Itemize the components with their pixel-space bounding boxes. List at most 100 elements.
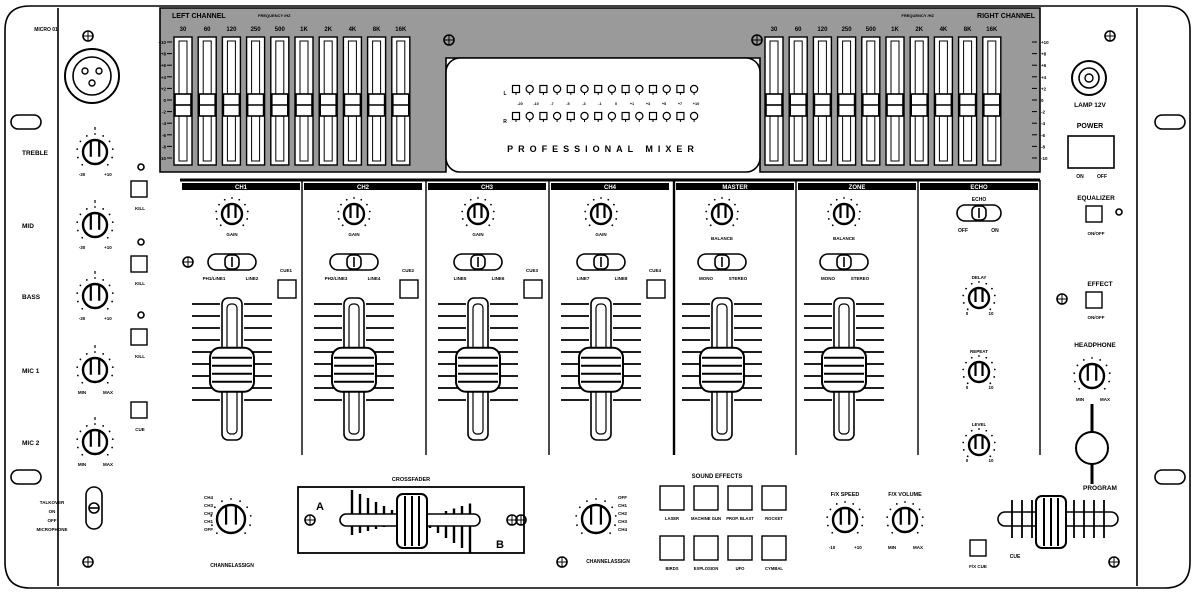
knob-body[interactable] bbox=[580, 503, 612, 535]
channel-assign-right-knob[interactable] bbox=[575, 498, 617, 535]
ch3-cue-button[interactable] bbox=[523, 279, 543, 299]
eq-right-slider[interactable] bbox=[836, 36, 857, 166]
eq-right-slider[interactable] bbox=[764, 36, 784, 166]
knob-body[interactable] bbox=[81, 428, 109, 456]
zone-balance-knob[interactable] bbox=[827, 197, 861, 227]
knob-body[interactable] bbox=[1078, 362, 1106, 390]
talkover-switch[interactable] bbox=[85, 486, 103, 530]
knob-body[interactable] bbox=[832, 202, 856, 226]
fader-cap[interactable] bbox=[821, 346, 867, 393]
eq-left-slider[interactable] bbox=[197, 36, 217, 166]
echo-switch[interactable] bbox=[956, 204, 1002, 222]
ch3-fader[interactable] bbox=[438, 297, 518, 441]
knob-body[interactable] bbox=[967, 433, 991, 457]
knob-body[interactable] bbox=[81, 211, 109, 239]
knob-body[interactable] bbox=[342, 202, 366, 226]
effect-button[interactable] bbox=[1085, 291, 1103, 309]
mic1-knob[interactable] bbox=[76, 351, 114, 384]
ch1-fader[interactable] bbox=[192, 297, 272, 441]
master-mode-switch[interactable] bbox=[697, 253, 747, 271]
eq-left-slider[interactable] bbox=[366, 36, 387, 166]
sfx-button-top-2[interactable] bbox=[693, 485, 719, 511]
ch1-gain-knob[interactable] bbox=[215, 197, 249, 227]
knob-body[interactable] bbox=[967, 286, 991, 310]
headphone-jack[interactable] bbox=[1075, 431, 1109, 465]
fader-cap[interactable] bbox=[331, 346, 377, 393]
ch1-input-switch[interactable] bbox=[207, 253, 257, 271]
cue-program-fader[interactable] bbox=[997, 495, 1119, 549]
fx-volume-knob[interactable] bbox=[886, 501, 924, 534]
ch4-fader[interactable] bbox=[561, 297, 641, 441]
sfx-button-top-4[interactable] bbox=[761, 485, 787, 511]
eq-right-slider[interactable] bbox=[982, 36, 1002, 166]
knob-body[interactable] bbox=[589, 202, 613, 226]
fader-cap[interactable] bbox=[578, 346, 624, 393]
knob-body[interactable] bbox=[466, 202, 490, 226]
fader-cap[interactable] bbox=[209, 346, 255, 393]
headphone-knob[interactable] bbox=[1073, 357, 1111, 390]
fader-cap[interactable] bbox=[455, 346, 501, 393]
knob-body[interactable] bbox=[220, 202, 244, 226]
fader-cap[interactable] bbox=[699, 346, 745, 393]
eq-left-slider[interactable] bbox=[270, 36, 290, 166]
cue-button-left[interactable] bbox=[130, 401, 148, 419]
sfx-button-bottom-1[interactable] bbox=[659, 535, 685, 561]
eq-left-slider[interactable] bbox=[318, 36, 338, 166]
kill-button-3[interactable] bbox=[130, 328, 148, 346]
eq-left-slider[interactable] bbox=[173, 36, 193, 166]
eq-left-slider[interactable] bbox=[391, 36, 411, 166]
power-switch[interactable] bbox=[1067, 135, 1115, 169]
eq-left-slider[interactable] bbox=[221, 36, 242, 166]
treble-knob[interactable] bbox=[76, 133, 114, 166]
mid-knob[interactable] bbox=[76, 206, 114, 239]
knob-body[interactable] bbox=[967, 360, 991, 384]
ch2-gain-knob[interactable] bbox=[337, 197, 371, 227]
echo-repeat-knob[interactable] bbox=[962, 355, 996, 385]
eq-right-slider[interactable] bbox=[933, 36, 954, 166]
ch4-input-switch[interactable] bbox=[576, 253, 626, 271]
knob-body[interactable] bbox=[831, 506, 859, 534]
sfx-button-top-3[interactable] bbox=[727, 485, 753, 511]
eq-right-slider[interactable] bbox=[788, 36, 808, 166]
mic2-knob[interactable] bbox=[76, 423, 114, 456]
ch2-input-switch[interactable] bbox=[329, 253, 379, 271]
echo-level-knob[interactable] bbox=[962, 428, 996, 458]
kill-button-1[interactable] bbox=[130, 180, 148, 198]
sfx-button-bottom-4[interactable] bbox=[761, 535, 787, 561]
master-balance-knob[interactable] bbox=[705, 197, 739, 227]
knob-body[interactable] bbox=[81, 282, 109, 310]
knob-body[interactable] bbox=[81, 138, 109, 166]
channel-assign-left-knob[interactable] bbox=[210, 498, 252, 535]
eq-left-slider[interactable] bbox=[294, 36, 314, 166]
kill-button-2[interactable] bbox=[130, 255, 148, 273]
fx-cue-button[interactable] bbox=[969, 539, 987, 557]
eq-left-slider[interactable] bbox=[342, 36, 363, 166]
equalizer-button[interactable] bbox=[1085, 205, 1103, 223]
ch3-gain-knob[interactable] bbox=[461, 197, 495, 227]
eq-left-slider[interactable] bbox=[245, 36, 266, 166]
echo-delay-knob[interactable] bbox=[962, 281, 996, 311]
ch2-cue-button[interactable] bbox=[399, 279, 419, 299]
knob-body[interactable] bbox=[81, 356, 109, 384]
eq-right-slider[interactable] bbox=[812, 36, 833, 166]
ch2-fader[interactable] bbox=[314, 297, 394, 441]
ch4-gain-knob[interactable] bbox=[584, 197, 618, 227]
eq-right-slider[interactable] bbox=[909, 36, 929, 166]
ch3-input-switch[interactable] bbox=[453, 253, 503, 271]
fx-speed-knob[interactable] bbox=[826, 501, 864, 534]
sfx-button-top-1[interactable] bbox=[659, 485, 685, 511]
eq-right-slider[interactable] bbox=[885, 36, 905, 166]
master-fader[interactable] bbox=[682, 297, 762, 441]
knob-body[interactable] bbox=[891, 506, 919, 534]
zone-mode-switch[interactable] bbox=[819, 253, 869, 271]
crossfader-slider[interactable] bbox=[339, 490, 481, 553]
zone-fader[interactable] bbox=[804, 297, 884, 441]
knob-body[interactable] bbox=[710, 202, 734, 226]
knob-body[interactable] bbox=[215, 503, 247, 535]
sfx-button-bottom-2[interactable] bbox=[693, 535, 719, 561]
ch4-cue-button[interactable] bbox=[646, 279, 666, 299]
eq-right-slider[interactable] bbox=[957, 36, 978, 166]
sfx-button-bottom-3[interactable] bbox=[727, 535, 753, 561]
eq-right-slider[interactable] bbox=[861, 36, 881, 166]
bass-knob[interactable] bbox=[76, 277, 114, 310]
